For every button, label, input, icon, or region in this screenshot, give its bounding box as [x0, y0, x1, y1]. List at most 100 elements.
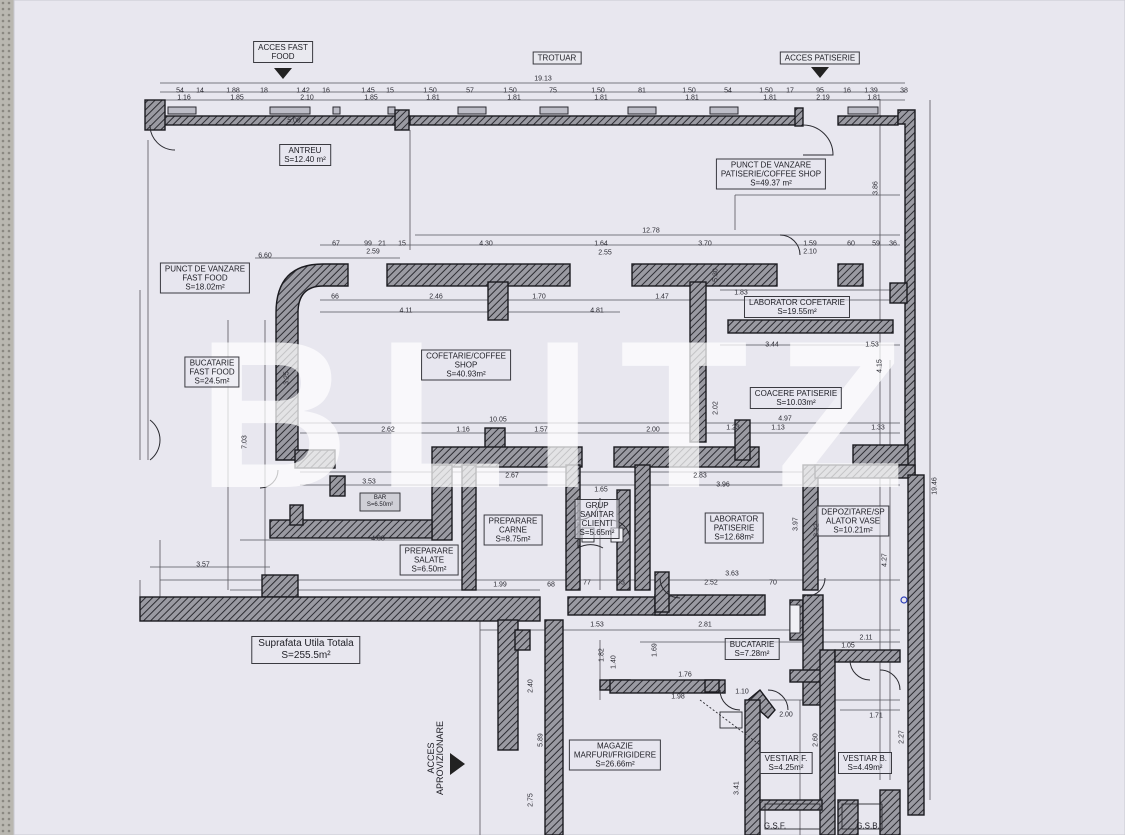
room-antreu: ANTREU S=12.40 m²: [279, 144, 331, 166]
dimension-label: 1.13: [771, 424, 785, 432]
dimension-label: 4.27: [881, 553, 889, 567]
dimension-label: 1.76: [678, 671, 692, 679]
dimension-label: 2.62: [381, 426, 395, 434]
dimension-label: 1.81: [867, 94, 881, 102]
room-fast-food-sales: PUNCT DE VANZARE FAST FOOD S=18.02m²: [159, 262, 251, 294]
dimension-label: 7.03: [241, 435, 249, 449]
door-swings: [149, 124, 901, 711]
dimension-label: 21: [378, 240, 386, 248]
dimension-label: 1.42: [296, 87, 310, 95]
dimension-label: 1.88: [226, 87, 240, 95]
dimension-label: 57: [466, 87, 474, 95]
dimension-label: 2.46: [429, 293, 443, 301]
dimension-label: 1.65: [594, 486, 608, 494]
dimension-label: 3.63: [725, 570, 739, 578]
dimension-label: 1.50: [423, 87, 437, 95]
dimension-label: 2.75: [527, 793, 535, 807]
dimension-label: 1.81: [507, 94, 521, 102]
paper-sheet: [14, 0, 1125, 835]
dimension-label: 1.69: [651, 643, 659, 657]
room-wc-b: G.S.B.: [856, 821, 880, 831]
room-kitchen: BUCATARIE S=7.28m²: [724, 638, 780, 660]
dimension-label: 1.10: [735, 688, 749, 696]
dimension-label: 6.60: [258, 252, 272, 260]
room-pastry-lab-2: LABORATOR PATISERIE S=12.68m²: [704, 512, 764, 544]
dimension-label: 2.00: [646, 426, 660, 434]
dimension-label: 68: [547, 581, 555, 589]
dimension-label: 2.19: [816, 94, 830, 102]
dimension-label: 3.41: [733, 781, 741, 795]
total-area-box: Suprafata Utila Totala S=255.5m²: [251, 636, 361, 664]
dimension-label: 18: [260, 87, 268, 95]
dimension-label: 3.57: [196, 561, 210, 569]
dimension-label: 1.82: [598, 648, 606, 662]
room-warehouse: MAGAZIE MARFURI/FRIGIDERE S=26.66m²: [568, 739, 662, 771]
dimension-label: 73: [617, 579, 625, 587]
dimension-label: 15: [398, 240, 406, 248]
dimension-label: 1.85: [364, 94, 378, 102]
dimension-label: 4.11: [399, 307, 413, 315]
dimension-label: 1.70: [532, 293, 546, 301]
room-coffee-shop: COFETARIE/COFFEE SHOP S=40.93m²: [421, 349, 511, 381]
window-openings: [167, 106, 879, 115]
dimension-label: 12.78: [642, 227, 660, 235]
dimension-label: 19.13: [534, 75, 552, 83]
dimension-label: 1.81: [763, 94, 777, 102]
dimension-label: 16: [843, 87, 851, 95]
dimension-label: 54: [176, 87, 184, 95]
dimension-label: 4.08: [371, 535, 385, 543]
dimension-label: 3.22: [813, 523, 821, 537]
dimension-label: 2.27: [898, 730, 906, 744]
access-pastry-label: ACCES PATISERIE: [779, 51, 861, 65]
dimension-label: 1.50: [591, 87, 605, 95]
dimension-label: 67: [332, 240, 340, 248]
dimension-label: 1.57: [534, 426, 548, 434]
room-coffee-shop-sales: PUNCT DE VANZARE PATISERIE/COFFEE SHOP S…: [715, 158, 827, 190]
dimension-label: 1.59: [803, 240, 817, 248]
room-salad-prep: PREPARARE SALATE S=6.50m²: [399, 544, 459, 576]
sidewalk-label: TROTUAR: [532, 51, 582, 65]
down-arrow-icon: [811, 67, 829, 78]
dimension-label: 1.81: [685, 94, 699, 102]
room-wc-clients: GRUP SANITAR CLIENTI S=5.65m²: [574, 499, 620, 539]
dimension-label: 1.64: [594, 240, 608, 248]
dimension-label: 1.33: [871, 424, 885, 432]
dimension-label: 99: [364, 240, 372, 248]
dimension-label: 1.53: [865, 341, 879, 349]
dimension-label: 60: [847, 240, 855, 248]
dimension-label: 16: [322, 87, 330, 95]
dimension-label: 4.81: [590, 307, 604, 315]
dimension-label: 1.50: [503, 87, 517, 95]
room-baking: COACERE PATISERIE S=10.03m²: [749, 387, 843, 409]
dimension-label: 3.44: [765, 341, 779, 349]
dimension-label: 1.53: [590, 621, 604, 629]
dimension-label: 14: [196, 87, 204, 95]
dimension-label: 2.00: [779, 711, 793, 719]
dimension-label: 1.83: [734, 289, 748, 297]
room-wc-f: G.S.F.: [763, 821, 787, 831]
room-meat-prep: PREPARARE CARNE S=8.75m²: [483, 514, 543, 546]
dimension-label: 1.16: [456, 426, 470, 434]
dimension-label: 1.40: [610, 655, 618, 669]
walls: [139, 99, 925, 835]
dimension-label: 1.71: [869, 712, 883, 720]
dimension-label: 1.99: [493, 581, 507, 589]
dimension-label: 1.81: [594, 94, 608, 102]
dimension-label: 19.46: [931, 477, 939, 495]
dimension-label: 1.39: [864, 87, 878, 95]
dimension-label: 1.05: [841, 642, 855, 650]
dimension-label: 17: [786, 87, 794, 95]
dimension-label: 3.25: [283, 371, 291, 385]
dimension-label: 5.09: [287, 117, 301, 125]
dimension-label: 1.85: [230, 94, 244, 102]
dimension-label: 2.52: [704, 579, 718, 587]
dimension-label: 2.81: [698, 621, 712, 629]
room-pastry-lab: LABORATOR COFETARIE S=19.55m²: [743, 296, 851, 318]
dimension-label: 1.50: [682, 87, 696, 95]
dimension-label: 1.98: [671, 693, 685, 701]
dimension-label: 2.83: [693, 472, 707, 480]
dimension-label: 1.47: [655, 293, 669, 301]
dimension-label: 54: [724, 87, 732, 95]
dimension-label: 3.70: [698, 240, 712, 248]
